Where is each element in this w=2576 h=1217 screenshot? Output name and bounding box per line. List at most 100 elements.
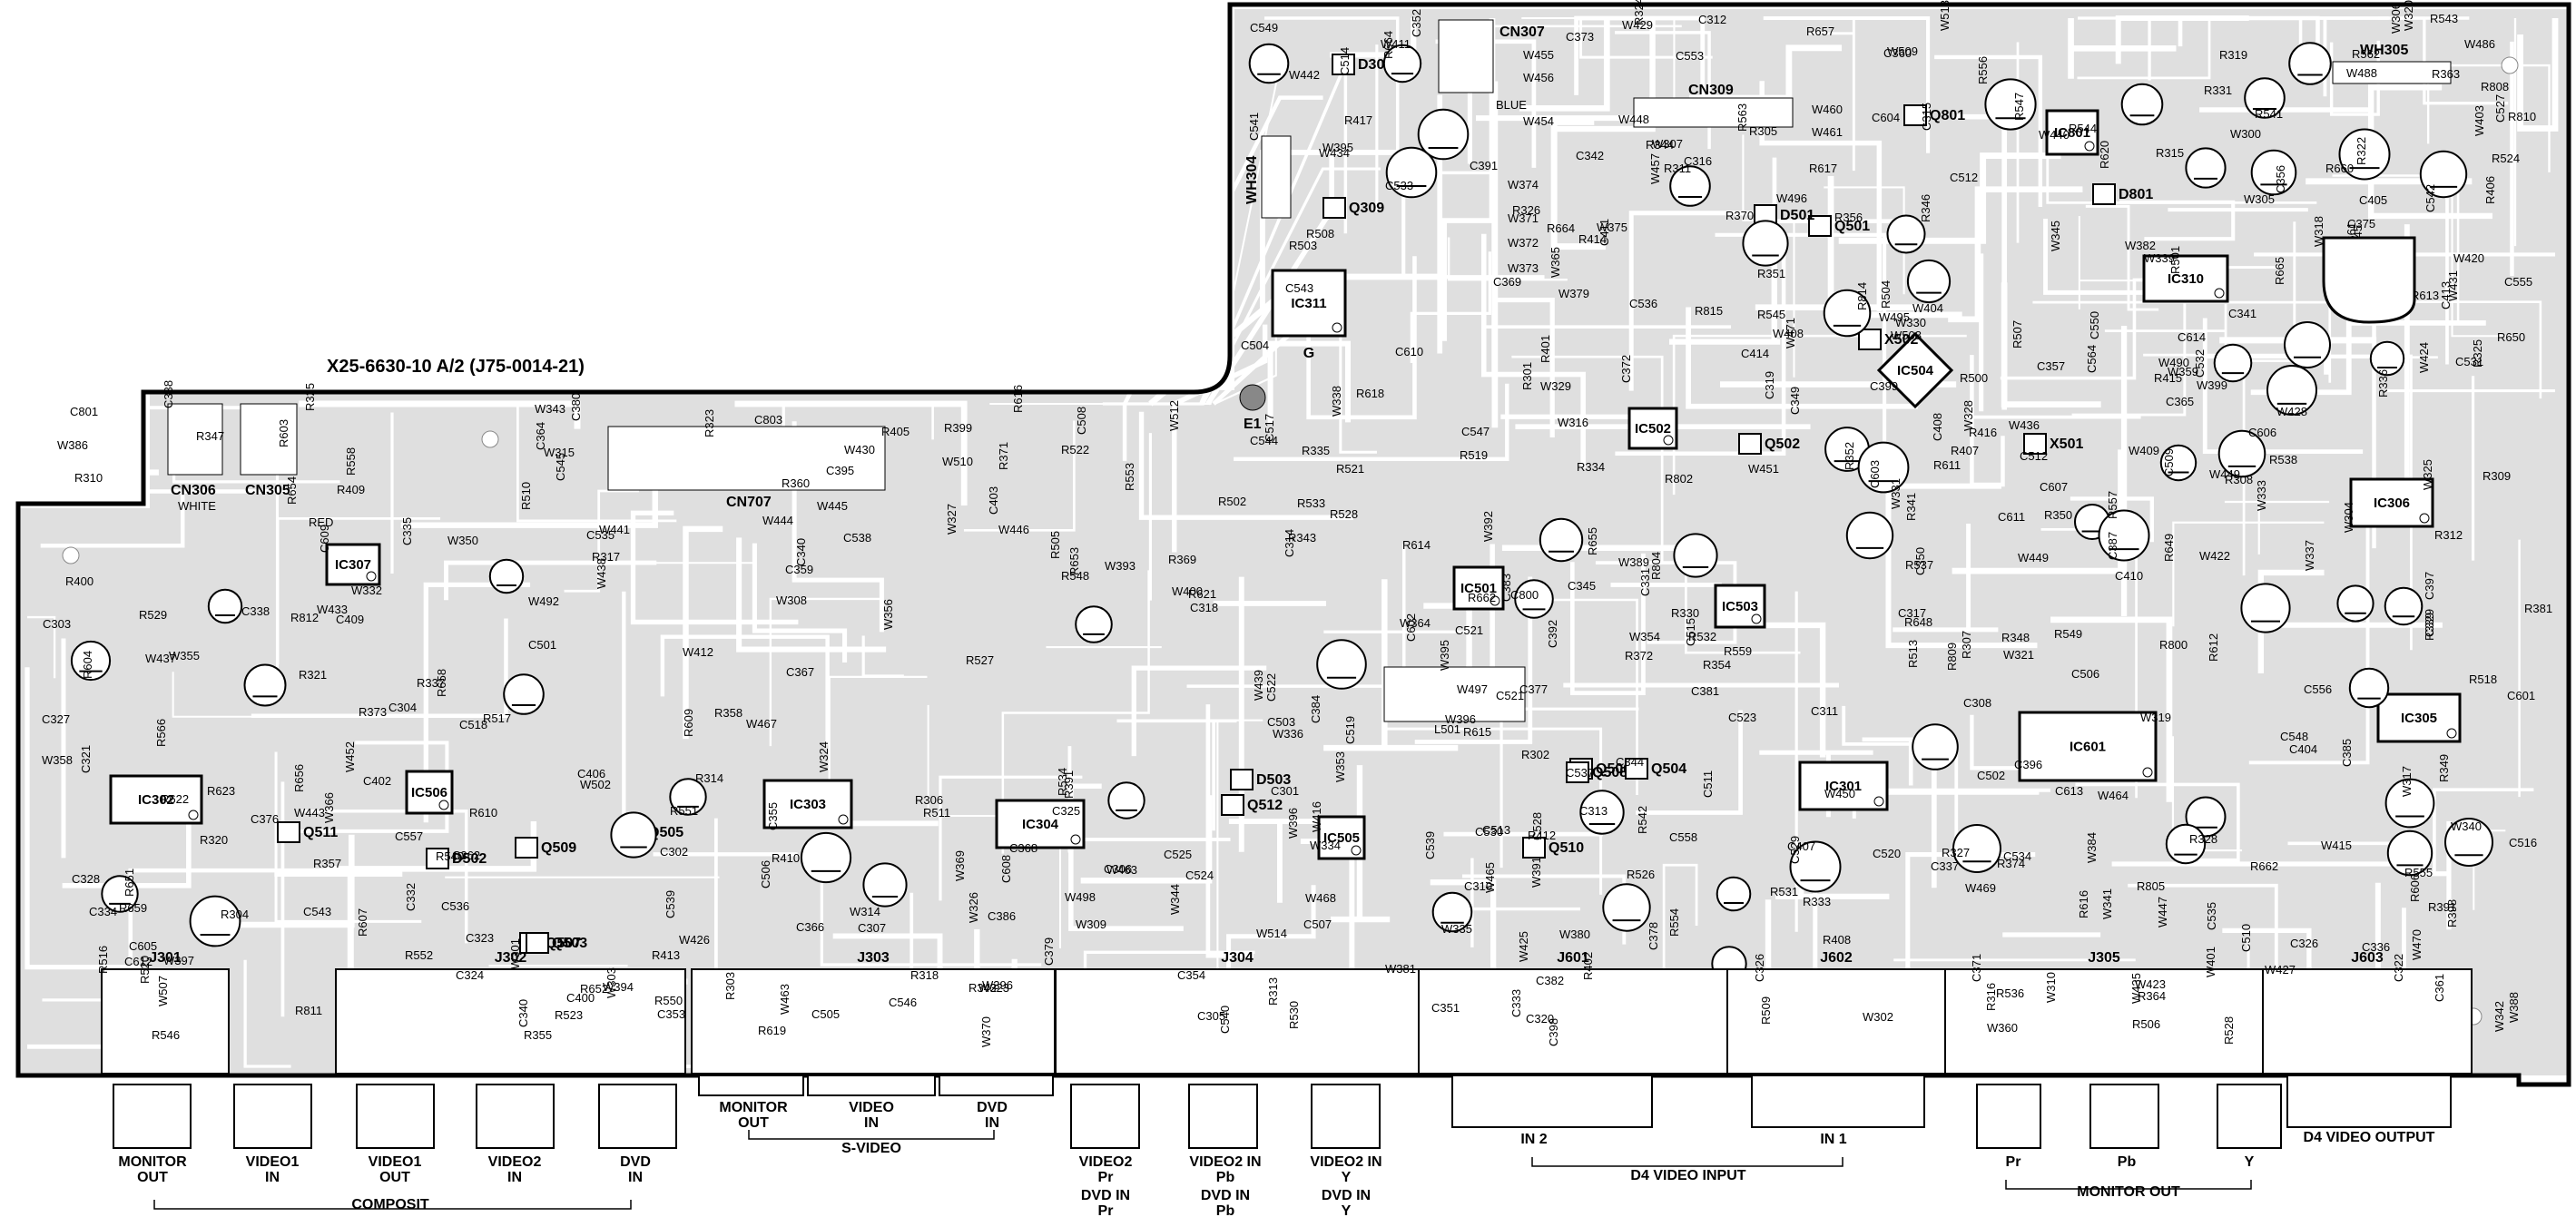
component-ref-label: C338 (162, 380, 175, 408)
component-ref-label: R328 (2189, 832, 2217, 846)
blue-label: BLUE (1496, 98, 1527, 112)
trace (1423, 603, 1474, 688)
jack-outline (1944, 968, 2264, 1075)
component-ref-label: R519 (1460, 448, 1488, 462)
transistor-body (515, 837, 538, 859)
component-ref-label: C603 (1868, 460, 1882, 488)
trace (2068, 18, 2177, 79)
label-d4-video-output: D4 VIDEO OUTPUT (2304, 1130, 2435, 1145)
component-ref-label: C553 (1676, 49, 1704, 63)
component-ref-label: R536 (1996, 986, 2024, 1000)
component-ref-label: C340 (516, 999, 530, 1027)
component-ref-label: C539 (1423, 831, 1437, 859)
capacitor-body (207, 588, 243, 624)
capacitor-body (2386, 829, 2433, 877)
trace (1893, 524, 1999, 633)
component-ref-label: R530 (1287, 1001, 1301, 1029)
component-ref-label: R540 (436, 849, 464, 863)
jack-label: J601 (1557, 950, 1589, 966)
component-ref-label: C311 (1811, 704, 1838, 718)
component-ref-label: R315 (2156, 146, 2184, 160)
ic-body (2142, 254, 2229, 303)
trace (769, 597, 880, 747)
trace (2202, 318, 2364, 455)
component-ref-label: C529 (1788, 836, 1802, 864)
component-ref-label: R808 (2481, 80, 2509, 93)
component-ref-label: R615 (1463, 725, 1491, 739)
component-ref-label: R324 (1632, 0, 1646, 25)
trace (2517, 18, 2559, 132)
trace (1205, 704, 1254, 958)
component-ref-label: R307 (1960, 631, 1973, 659)
component-ref-label: W439 (1252, 670, 1265, 701)
component-ref-label: C385 (2340, 739, 2354, 767)
component-ref-label: C556 (2304, 682, 2332, 696)
ic-label: IC307 (335, 557, 371, 573)
transistor-label: X502 (1884, 332, 1918, 348)
component-ref-label: R659 (119, 901, 147, 915)
component-ref-label: R319 (2219, 48, 2247, 62)
ic-body (995, 799, 1086, 849)
transistor-body (1332, 54, 1355, 75)
transistor-body (1322, 197, 1346, 219)
component-ref-label: R521 (1336, 462, 1364, 476)
component-ref-label: R364 (2138, 989, 2166, 1003)
component-ref-label: C534 (2003, 849, 2031, 863)
trace (516, 405, 677, 523)
component-ref-label: W365 (1549, 247, 1562, 278)
component-ref-label: C505 (811, 1007, 840, 1021)
component-ref-label: R313 (1266, 977, 1280, 1006)
capacitor-body (800, 831, 852, 884)
component-ref-label: C381 (1691, 684, 1719, 698)
component-ref-label: R310 (74, 471, 103, 485)
wire-label: W373 (1508, 261, 1539, 275)
component-ref-label: R556 (1976, 56, 1990, 84)
component-ref-label: R354 (1703, 658, 1731, 672)
component-ref-label: C512 (1950, 171, 1978, 184)
component-ref-label: R505 (1048, 531, 1062, 559)
component-ref-label: W386 (57, 438, 88, 452)
component-ref-label: C351 (1431, 1001, 1460, 1015)
component-ref-label: C341 (2228, 307, 2256, 320)
capacitor-body (1673, 533, 1718, 578)
component-ref-label: R566 (154, 719, 168, 747)
component-ref-label: R351 (1757, 267, 1785, 280)
trace (2433, 788, 2534, 875)
capacitor-body (1514, 579, 1554, 619)
component-ref-label: W388 (2507, 992, 2521, 1023)
trace (1470, 858, 1580, 947)
transistor-label: Q309 (1349, 201, 1384, 216)
component-ref-label: R402 (1581, 952, 1595, 980)
component-ref-label: C520 (1873, 847, 1901, 860)
pin1-marker (1490, 595, 1500, 606)
component-ref-label: W320 (2402, 0, 2415, 31)
component-ref-label: C314 (1283, 529, 1296, 557)
transistor-label: Q510 (1549, 840, 1584, 856)
transistor-body (1221, 794, 1244, 816)
component-ref-label: C506 (2071, 667, 2099, 681)
component-ref-label: R349 (2437, 754, 2451, 782)
capacitor-body (2185, 147, 2227, 189)
component-ref-label: R543 (2430, 12, 2458, 25)
trace (939, 775, 1083, 901)
component-ref-label: C558 (1669, 830, 1697, 844)
component-ref-label: C539 (664, 890, 677, 918)
component-ref-label: C355 (766, 802, 780, 830)
component-ref-label: C502 (1977, 769, 2005, 782)
component-ref-label: C541 (1247, 113, 1261, 141)
transistor-label: Q507 (546, 936, 581, 951)
trace (1410, 251, 1491, 363)
component-ref-label: R363 (2432, 67, 2460, 81)
component-ref-label: C364 (534, 422, 547, 450)
component-ref-label: C545 (554, 453, 567, 481)
component-ref-label: R604 (81, 651, 94, 679)
component-ref-label: R416 (1969, 426, 1997, 439)
component-ref-label: W324 (817, 741, 831, 772)
component-ref-label: R555 (2404, 866, 2433, 879)
component-ref-label: C518 (459, 718, 487, 731)
component-ref-label: W340 (2451, 820, 2482, 833)
capacitor-body (2284, 321, 2331, 368)
